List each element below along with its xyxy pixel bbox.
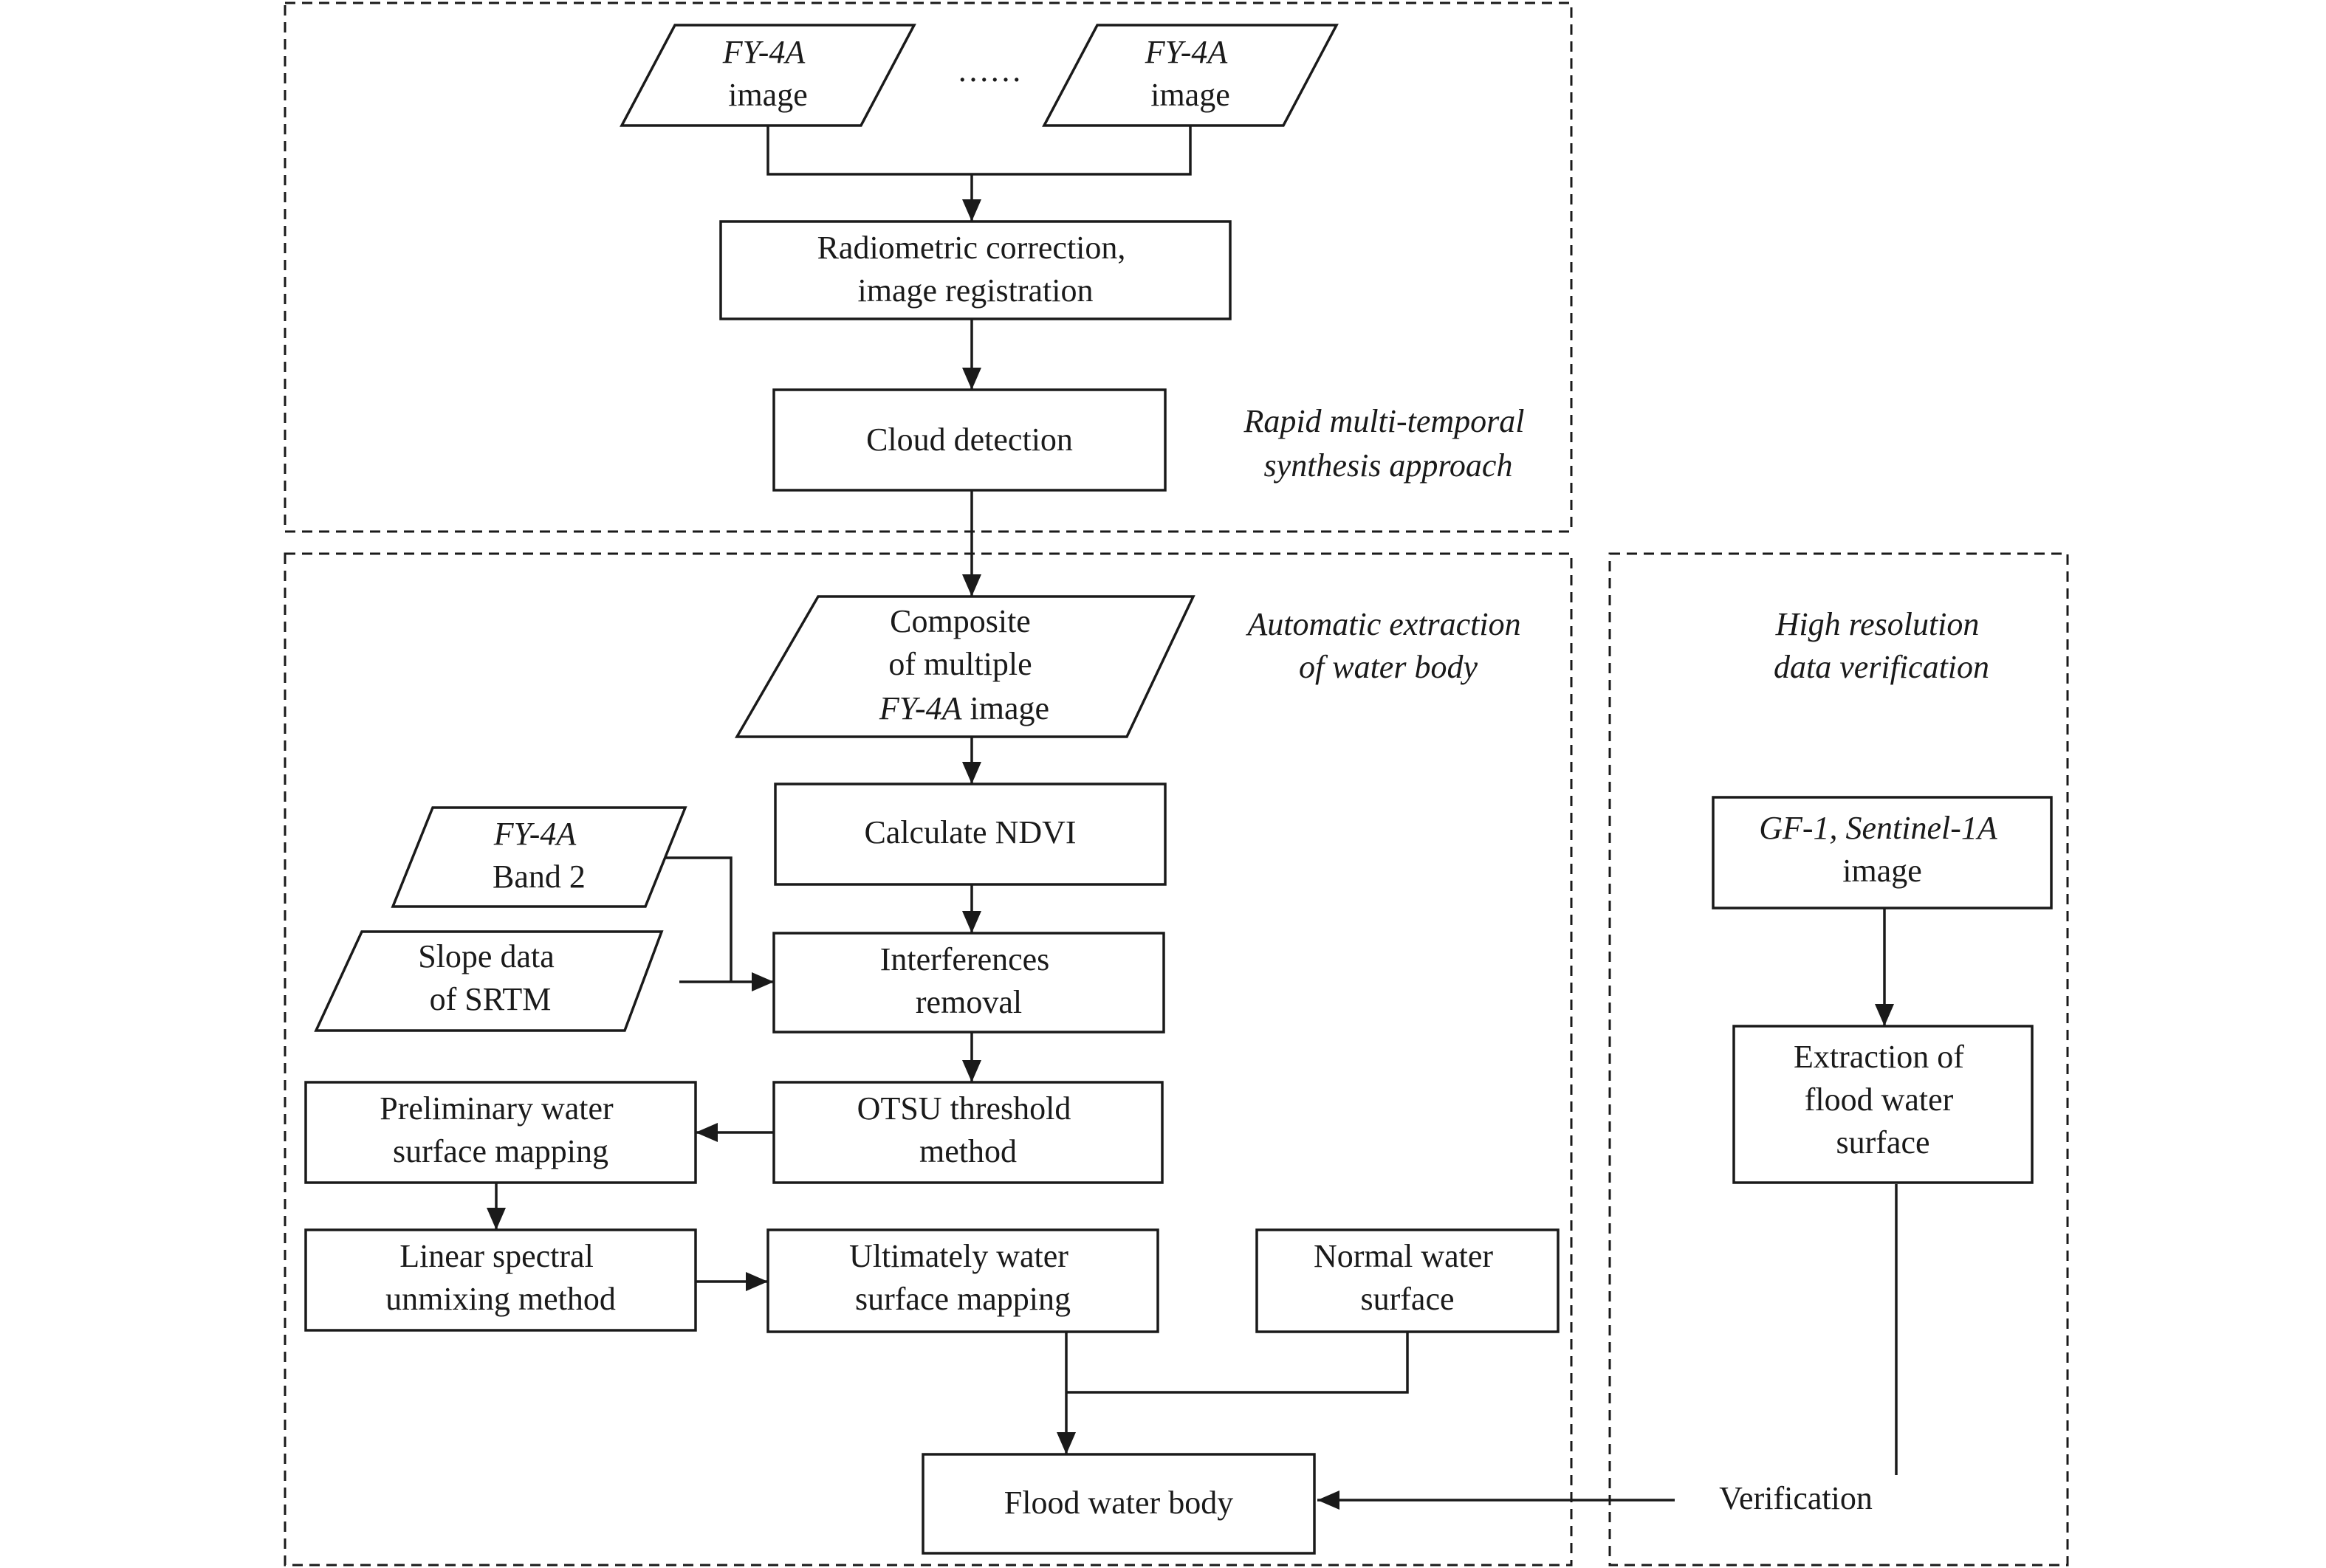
node-normal-water — [1255, 1228, 1560, 1333]
node-extraction-flood-surface — [1732, 1025, 2034, 1184]
node-slope-srtm-label: Slope data of SRTM — [418, 938, 563, 1017]
node-fy4a-band2-label: FY-4A Band 2 — [493, 816, 586, 895]
node-cloud-detection-label: Cloud detection — [866, 422, 1073, 458]
node-interferences-removal-label: Interferences removal — [880, 941, 1058, 1020]
edge-fy4a-images-merge — [766, 125, 1192, 176]
group-extraction-box — [284, 552, 1573, 1567]
node-composite-image — [734, 595, 1195, 738]
node-cloud-detection — [772, 388, 1167, 492]
group-synthesis-box — [284, 1, 1573, 533]
node-fy4a-image-2 — [1042, 24, 1339, 127]
node-extraction-flood-surface-label: Extraction of flood water surface — [1794, 1039, 1972, 1160]
node-fy4a-image-1 — [620, 24, 916, 127]
edge-normal-merge — [1066, 1332, 1409, 1394]
node-fy4a-image-2-label: FY-4A image — [1145, 34, 1236, 113]
node-calculate-ndvi-label: Calculate NDVI — [864, 814, 1076, 850]
node-calculate-ndvi — [774, 783, 1167, 886]
node-interferences-removal — [772, 932, 1165, 1034]
node-slope-srtm — [314, 930, 664, 1032]
node-linear-unmixing-label: Linear spectral unmixing method — [385, 1238, 616, 1317]
node-fy4a-image-1-label: FY-4A image — [722, 34, 814, 113]
node-flood-water-body-label: Flood water body — [1004, 1485, 1233, 1521]
node-gf1-sentinel-image-label: GF-1, Sentinel-1A image — [1759, 810, 2006, 889]
node-otsu-threshold-label: OTSU threshold method — [857, 1090, 1080, 1169]
node-linear-unmixing — [304, 1228, 697, 1332]
node-normal-water-label: Normal water surface — [1314, 1238, 1501, 1317]
node-ultimately-mapping-label: Ultimately water surface mapping — [849, 1238, 1077, 1317]
group-extraction-label: Automatic extraction of water body — [1245, 606, 1529, 685]
node-otsu-threshold — [772, 1081, 1164, 1184]
node-gf1-sentinel-image — [1712, 796, 2053, 909]
node-fy4a-band2 — [391, 806, 687, 908]
node-preliminary-mapping-label: Preliminary water surface mapping — [380, 1090, 621, 1169]
group-verification-box — [1608, 552, 2069, 1567]
ellipsis-separator: …… — [957, 52, 1022, 89]
node-composite-image-label: Composite of multiple FY-4A image — [879, 603, 1049, 726]
node-flood-water-body — [922, 1453, 1316, 1555]
node-preliminary-mapping — [304, 1081, 697, 1184]
edge-band2-to-interferences — [663, 856, 733, 982]
node-ultimately-mapping — [766, 1228, 1159, 1333]
verification-label: Verification — [1719, 1480, 1873, 1516]
group-verification-label: High resolution data verification — [1774, 606, 1989, 685]
node-radiometric-correction — [719, 220, 1232, 320]
node-radiometric-correction-label: Radiometric correction, image registrati… — [817, 230, 1134, 309]
group-synthesis-label: Rapid multi-temporal synthesis approach — [1243, 403, 1532, 484]
